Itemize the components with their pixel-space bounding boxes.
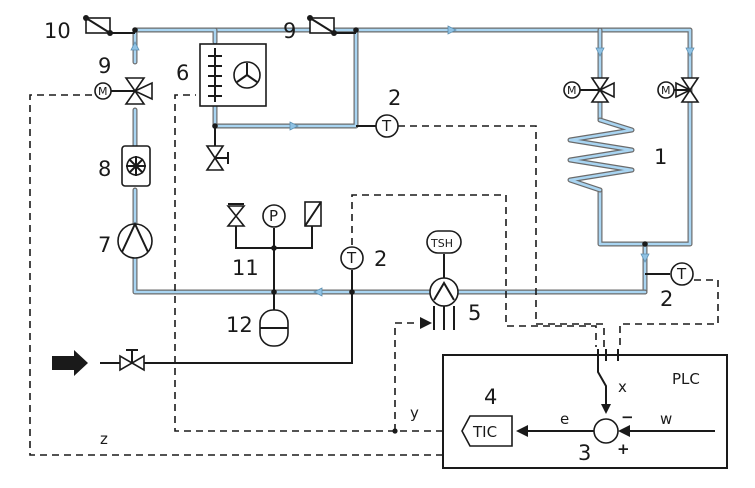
sign-minus: −: [621, 408, 634, 426]
signal-lines: [29, 94, 719, 456]
expansion-tank-12: [259, 309, 289, 347]
label-10: 10: [44, 19, 71, 43]
label-7: 7: [98, 233, 111, 257]
expansion-group: [226, 201, 322, 251]
temp-mid-label: T: [346, 249, 357, 267]
temp-right-label: T: [676, 265, 687, 283]
label-3: 3: [578, 441, 591, 465]
plc-label: PLC: [672, 370, 700, 388]
tic-label: TIC: [472, 423, 497, 441]
feed-inlet: [52, 349, 145, 376]
signal-w: w: [660, 410, 672, 428]
signal-x: x: [618, 378, 627, 396]
signal-y: y: [410, 404, 419, 422]
label-2-mid: 2: [374, 247, 387, 271]
temp-sensor-top: [356, 114, 399, 138]
temp-top-label: T: [381, 117, 392, 135]
plc-input-ticks: [597, 349, 619, 361]
svg-text:M: M: [567, 84, 577, 97]
signal-e: e: [560, 410, 569, 428]
label-2-right: 2: [660, 287, 673, 311]
heating-coil-1: [567, 117, 635, 193]
label-6: 6: [176, 61, 189, 85]
tsh-label: TSH: [430, 237, 453, 250]
heat-exchanger-5: [420, 254, 459, 330]
coil-valve-right: M: [657, 77, 700, 103]
fan-unit-6: [199, 43, 267, 107]
label-2-top: 2: [388, 86, 401, 110]
label-11: 11: [232, 256, 259, 280]
temp-sensor-mid: [340, 246, 364, 292]
svg-text:M: M: [98, 85, 108, 98]
air-vent-9-top: [307, 15, 356, 36]
temp-sensor-right: [645, 262, 694, 286]
water-pipes: [132, 27, 693, 295]
pump-7: [117, 221, 153, 259]
junction-dots: [132, 27, 648, 295]
drain-valve: [205, 145, 229, 171]
pressure-label: P: [269, 207, 278, 225]
sign-plus: +: [617, 440, 630, 458]
signal-z: z: [100, 430, 108, 448]
svg-text:M: M: [661, 84, 671, 97]
motor-valve-9: M: [94, 77, 153, 105]
tsh-switch: [426, 230, 462, 254]
label-1: 1: [654, 145, 667, 169]
coil-valve-left: M: [563, 77, 615, 103]
filter-8: [121, 145, 151, 187]
air-vent-10: [83, 15, 135, 36]
tic-block: [461, 415, 513, 447]
label-5: 5: [468, 301, 481, 325]
summing-junction: [593, 418, 619, 444]
label-8: 8: [98, 157, 111, 181]
label-9-left: 9: [98, 54, 111, 78]
flow-arrows: [130, 25, 695, 297]
plc-box: [442, 354, 728, 469]
label-12: 12: [226, 313, 253, 337]
label-4: 4: [484, 385, 497, 409]
label-9-top: 9: [283, 19, 296, 43]
